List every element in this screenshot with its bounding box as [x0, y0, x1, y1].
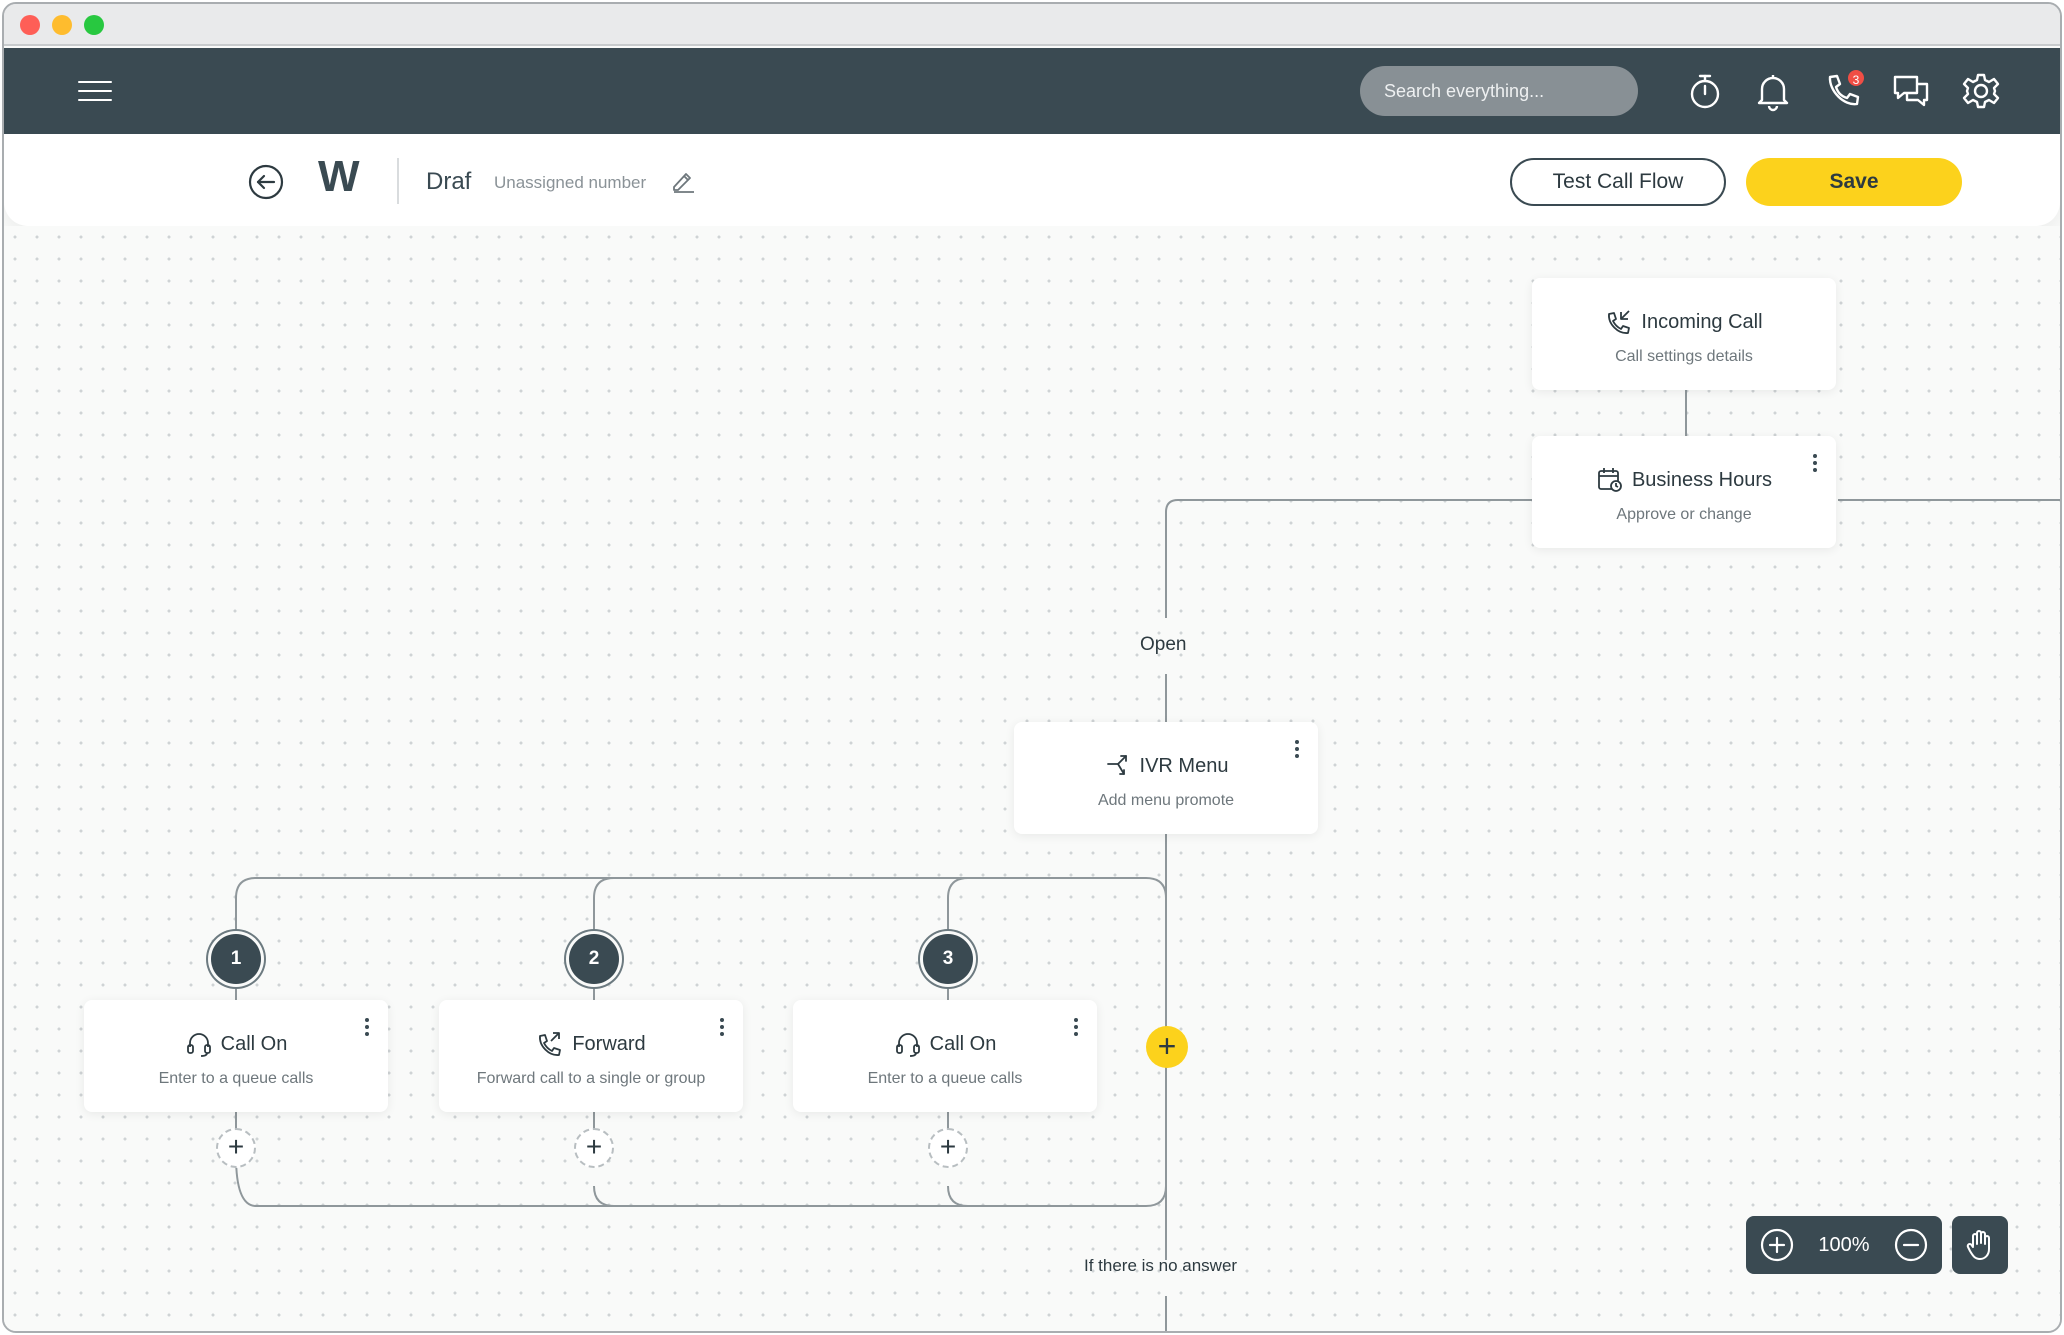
add-ivr-option-button[interactable]: + — [1146, 1026, 1188, 1068]
minimize-window-button[interactable] — [52, 15, 72, 35]
zoom-in-icon[interactable] — [1760, 1228, 1794, 1262]
call-on-3-desc: Enter to a queue calls — [867, 1070, 1023, 1087]
forward-call-icon — [539, 1032, 562, 1056]
call-on-1-title: Call On — [220, 1032, 288, 1055]
ivr-split-icon — [1106, 755, 1127, 775]
option-3-badge: 3 — [923, 934, 973, 984]
search-input[interactable] — [1360, 66, 1638, 116]
toolbar-divider — [397, 158, 399, 204]
menu-icon[interactable] — [78, 81, 112, 101]
forward-node[interactable]: Forward Forward call to a single or grou… — [439, 1000, 743, 1112]
pan-hand-icon[interactable] — [1952, 1216, 2008, 1274]
flow-number-status: Unassigned number — [494, 173, 647, 192]
chat-icon[interactable] — [1890, 70, 1932, 112]
timer-icon[interactable] — [1684, 70, 1726, 112]
business-hours-node[interactable]: Business Hours Approve or change — [1532, 436, 1836, 548]
call-on-3-title: Call On — [929, 1032, 997, 1055]
zoom-controls: 100% — [1746, 1216, 1942, 1274]
incoming-call-desc: Call settings details — [1615, 348, 1753, 365]
add-step-after-option-3-button[interactable]: + — [928, 1128, 968, 1168]
zoom-level: 100% — [1818, 1233, 1870, 1256]
no-answer-label: If there is no answer — [1084, 1256, 1238, 1275]
forward-desc: Forward call to a single or group — [476, 1070, 706, 1087]
test-call-flow-button[interactable]: Test Call Flow — [1510, 158, 1726, 206]
phone-calls-icon[interactable]: 3 — [1822, 68, 1866, 112]
top-navigation-bar: 3 — [4, 48, 2060, 134]
incoming-call-icon — [1608, 310, 1631, 334]
call-on-1-more-icon[interactable] — [364, 1018, 370, 1040]
call-on-1-desc: Enter to a queue calls — [158, 1070, 314, 1087]
edit-pen-icon[interactable] — [670, 168, 696, 194]
add-step-after-option-1-button[interactable]: + — [216, 1128, 256, 1168]
flow-toolbar: W Draf Unassigned number Test Call Flow … — [4, 134, 2060, 226]
option-1-badge: 1 — [211, 934, 261, 984]
window-titlebar — [4, 4, 2060, 46]
option-2-badge: 2 — [569, 934, 619, 984]
save-button[interactable]: Save — [1746, 158, 1962, 206]
brand-logo: W — [318, 152, 360, 201]
close-window-button[interactable] — [20, 15, 40, 35]
ivr-menu-desc: Add menu promote — [1097, 792, 1235, 809]
settings-gear-icon[interactable] — [1960, 70, 2002, 112]
headset-icon — [895, 1033, 920, 1057]
business-hours-title: Business Hours — [1631, 468, 1773, 491]
zoom-out-icon[interactable] — [1894, 1228, 1928, 1262]
call-on-3-more-icon[interactable] — [1073, 1018, 1079, 1040]
call-count-badge: 3 — [1846, 68, 1866, 88]
headset-icon — [186, 1033, 211, 1057]
calendar-clock-icon — [1598, 468, 1622, 492]
ivr-menu-title: IVR Menu — [1139, 754, 1229, 777]
bell-icon[interactable] — [1752, 70, 1794, 112]
incoming-call-title: Incoming Call — [1641, 310, 1763, 333]
forward-more-icon[interactable] — [719, 1018, 725, 1040]
forward-title: Forward — [572, 1032, 646, 1055]
call-on-node-1[interactable]: Call On Enter to a queue calls — [84, 1000, 388, 1112]
maximize-window-button[interactable] — [84, 15, 104, 35]
open-branch-label: Open — [1140, 634, 1187, 655]
business-hours-more-icon[interactable] — [1812, 454, 1818, 476]
incoming-call-node[interactable]: Incoming Call Call settings details — [1532, 278, 1836, 390]
flow-connectors — [235, 388, 2060, 1331]
ivr-menu-more-icon[interactable] — [1294, 740, 1300, 762]
add-step-after-option-2-button[interactable]: + — [574, 1128, 614, 1168]
call-on-node-3[interactable]: Call On Enter to a queue calls — [793, 1000, 1097, 1112]
flow-canvas[interactable]: Incoming Call Call settings details Busi… — [4, 226, 2060, 1331]
ivr-menu-node[interactable]: IVR Menu Add menu promote — [1014, 722, 1318, 834]
flow-title: Draf — [426, 168, 472, 195]
business-hours-desc: Approve or change — [1616, 506, 1752, 523]
back-arrow-icon[interactable] — [248, 164, 284, 200]
